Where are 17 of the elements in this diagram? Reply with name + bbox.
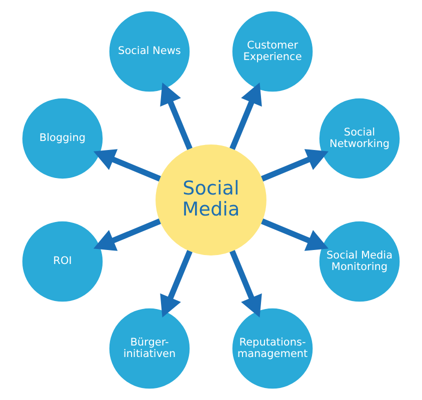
node-circle: Social Media Monitoring xyxy=(319,221,400,302)
arrow xyxy=(160,82,192,150)
node-circle: Customer Experience xyxy=(232,11,313,92)
arrow xyxy=(160,250,192,318)
arrow xyxy=(93,218,161,251)
arrow xyxy=(261,149,329,182)
arrow xyxy=(230,250,262,318)
node-circle: Social Networking xyxy=(319,98,400,179)
arrow xyxy=(261,218,329,251)
node-circle: Social News xyxy=(109,11,190,92)
arrow xyxy=(93,149,161,182)
node-circle: Blogging xyxy=(22,98,103,179)
node-circle: Reputations- management xyxy=(232,308,313,389)
node-circle: ROI xyxy=(22,221,103,302)
arrow xyxy=(230,82,262,150)
node-circle: Social Media xyxy=(156,144,266,256)
node-circle: Bürger- initiativen xyxy=(109,308,190,389)
